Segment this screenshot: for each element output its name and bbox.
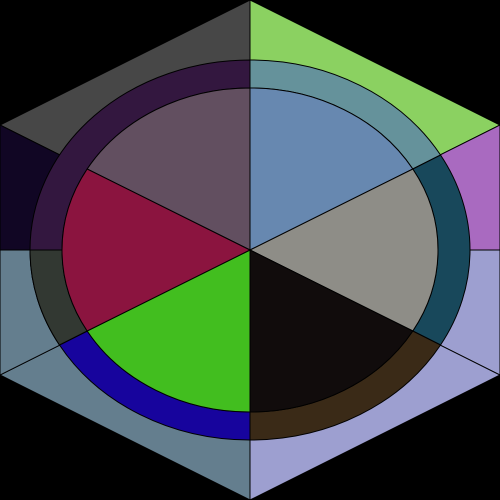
- pie-slice-lower-left: [86, 249, 251, 413]
- pie-slice-left: [61, 168, 252, 332]
- pie-slice-upper-left: [86, 87, 251, 251]
- inner-pie: [61, 87, 439, 413]
- middle-ring: [29, 59, 471, 441]
- pie-slice-right: [248, 168, 439, 332]
- pie-slice-lower-right: [249, 249, 414, 413]
- pie-slice-upper-right: [249, 87, 414, 251]
